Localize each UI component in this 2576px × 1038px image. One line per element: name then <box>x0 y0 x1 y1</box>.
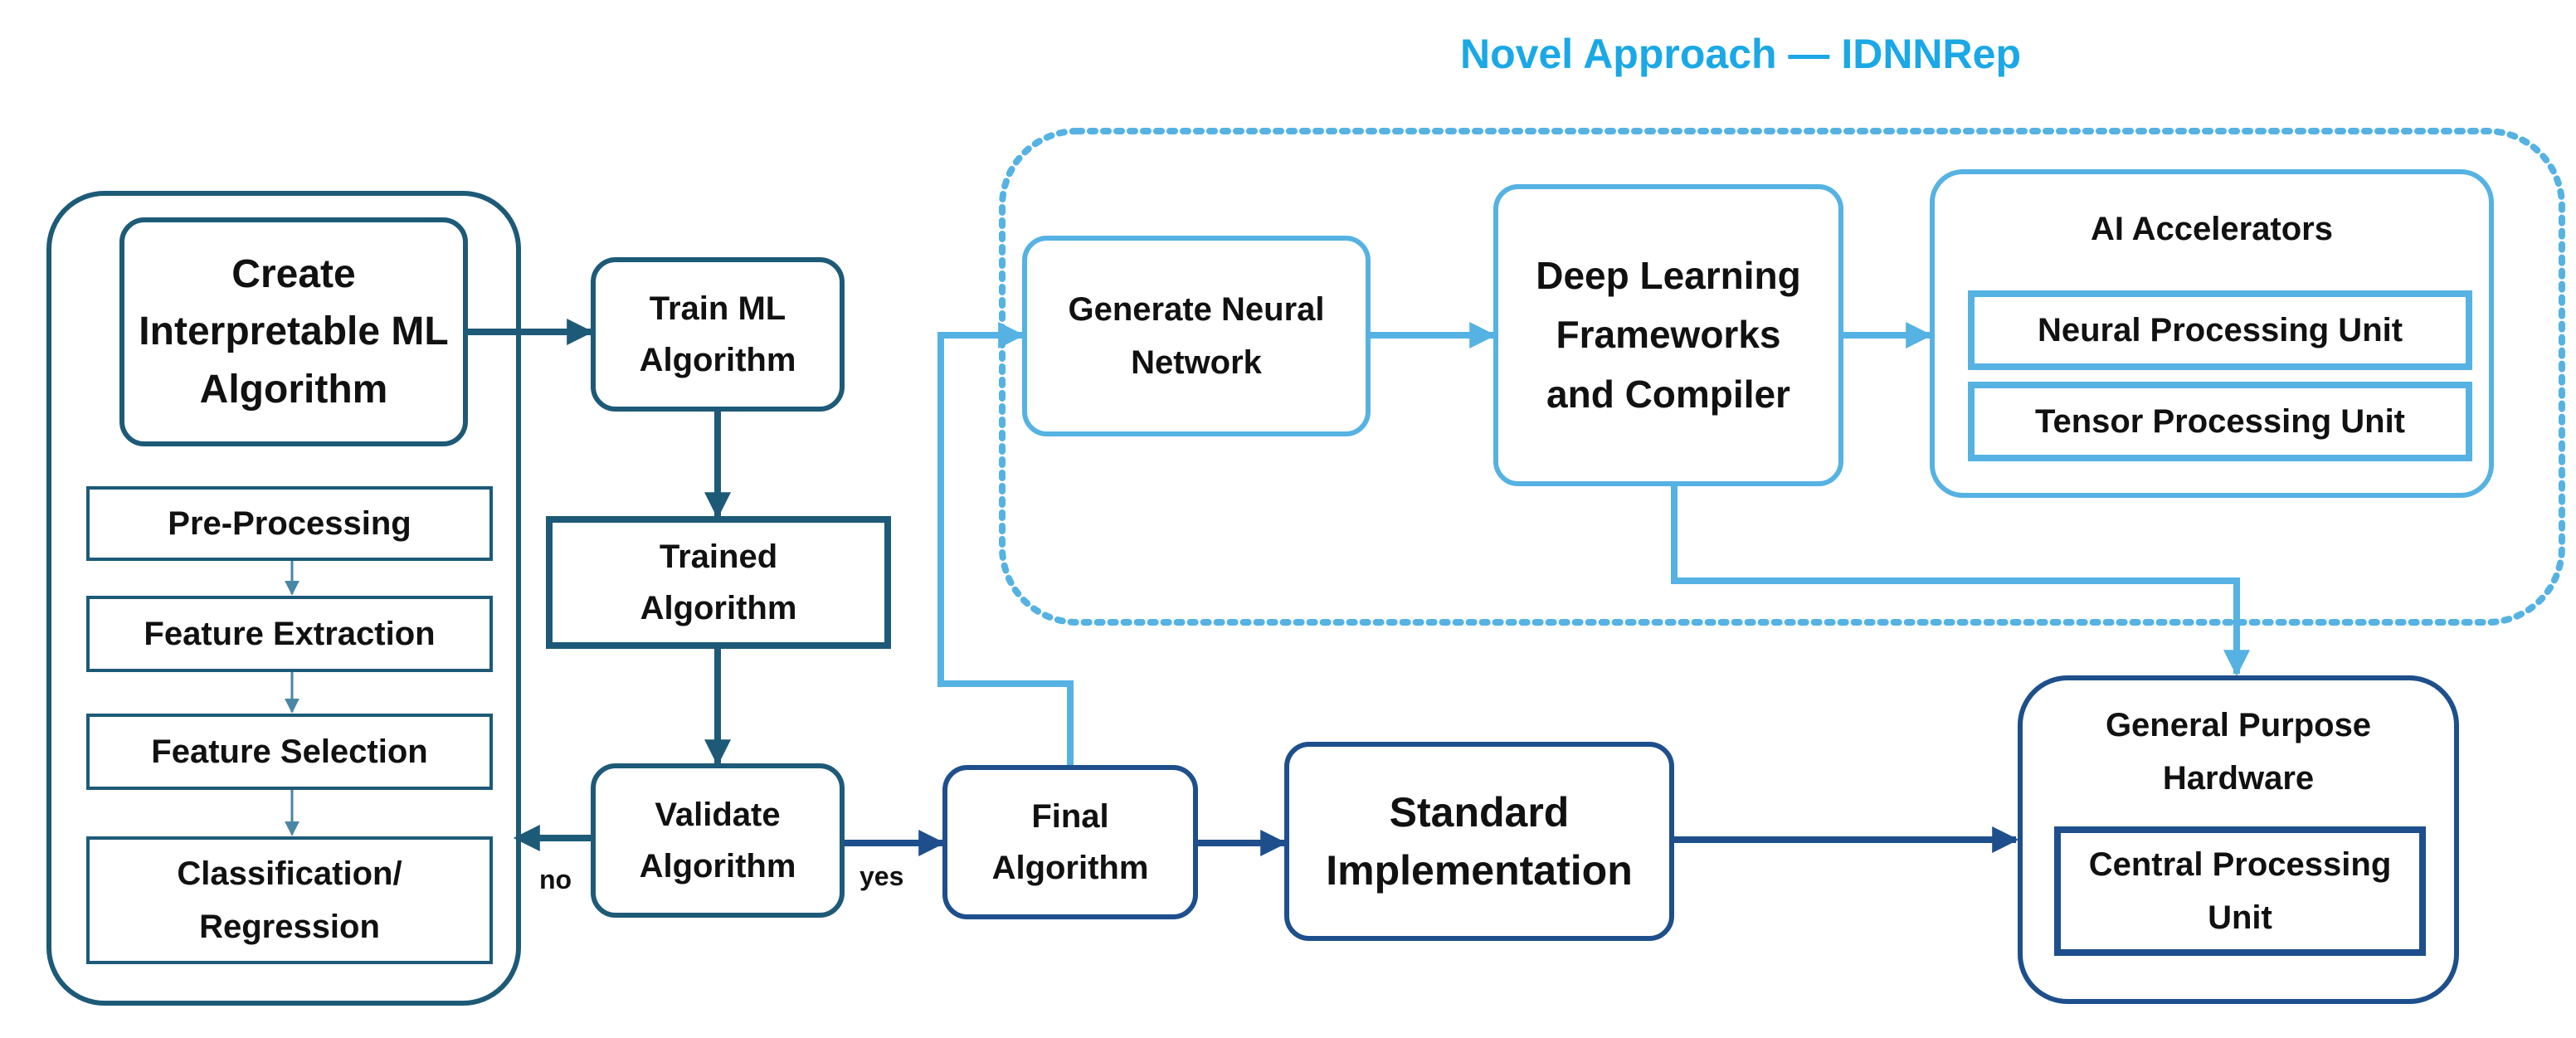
left-panel <box>46 191 521 1006</box>
generate-neural-network-box: Generate Neural Network <box>1022 236 1371 436</box>
step-feature-extraction: Feature Extraction <box>86 596 493 672</box>
step-pre-processing: Pre-Processing <box>86 486 493 561</box>
validate-algorithm-box: Validate Algorithm <box>591 763 845 918</box>
create-ml-algorithm-box: Create Interpretable ML Algorithm <box>119 217 468 446</box>
yes-label: yes <box>859 861 904 891</box>
step-classification-regression: Classification/ Regression <box>86 836 493 964</box>
trained-algorithm-box: Trained Algorithm <box>546 516 891 649</box>
ai-accelerators-panel <box>1930 169 2494 498</box>
final-algorithm-box: Final Algorithm <box>942 765 1198 919</box>
tensor-processing-unit-box: Tensor Processing Unit <box>1968 382 2472 461</box>
step-feature-selection: Feature Selection <box>86 714 493 790</box>
neural-processing-unit-box: Neural Processing Unit <box>1968 290 2472 370</box>
frameworks-compiler-box: Deep Learning Frameworks and Compiler <box>1493 184 1843 486</box>
no-label: no <box>539 865 572 894</box>
general-purpose-hardware-panel <box>2018 675 2459 1004</box>
novel-approach-region <box>999 128 2565 626</box>
general-purpose-hardware-title: General Purpose Hardware <box>2105 707 2372 797</box>
central-processing-unit-box: Central Processing Unit <box>2054 826 2426 956</box>
arrow-frameworks-to-hardware <box>1671 486 2250 677</box>
standard-implementation-box: Standard Implementation <box>1284 742 1674 941</box>
ai-accelerators-title: AI Accelerators <box>2091 211 2333 247</box>
diagram-title: Novel Approach — IDNNRep <box>1460 31 2022 77</box>
train-ml-algorithm-box: Train ML Algorithm <box>591 257 845 412</box>
arrow-final-to-generate <box>937 322 1074 765</box>
